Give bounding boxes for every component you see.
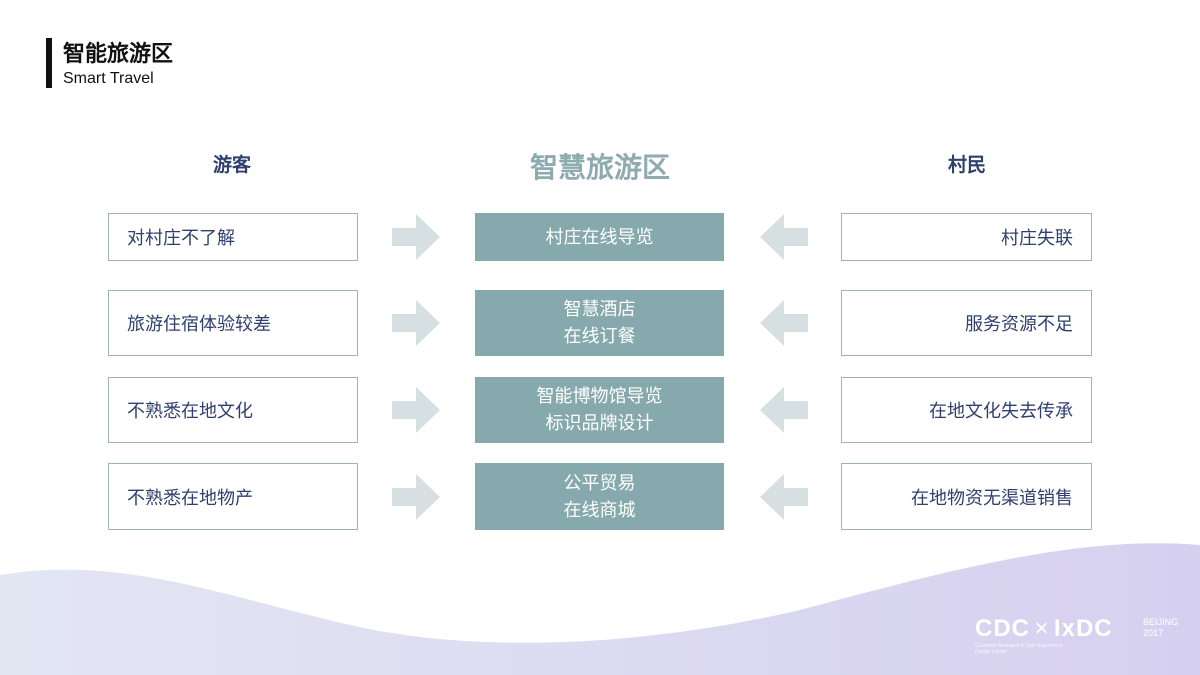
solution-text: 公平贸易 <box>563 472 636 494</box>
tourist-problem-text: 不熟悉在地文化 <box>127 401 253 422</box>
arrow-right-icon <box>392 300 440 346</box>
column-header-tourists: 游客 <box>212 154 252 176</box>
arrow-right-icon <box>392 214 440 260</box>
solution-text: 标识品牌设计 <box>545 413 654 434</box>
tourist-problem: 不熟悉在地物产 <box>108 463 358 530</box>
solution-box: 公平贸易在线商城 <box>475 463 724 530</box>
solution-box: 村庄在线导览 <box>475 213 724 261</box>
tourist-problem-text: 旅游住宿体验较差 <box>127 314 271 335</box>
villager-problem-text: 服务资源不足 <box>965 314 1073 335</box>
villager-problem-text: 村庄失联 <box>1001 228 1073 249</box>
tourist-problem: 对村庄不了解 <box>108 213 358 261</box>
solution-text: 在线订餐 <box>563 326 636 347</box>
logo-tagline: Customer Research & User Experience Desi… <box>975 643 1063 655</box>
solution-text: 村庄在线导览 <box>545 226 654 248</box>
column-header-villagers: 村民 <box>947 154 987 176</box>
arrow-right-icon <box>392 473 440 520</box>
tourist-problem: 旅游住宿体验较差 <box>108 290 358 356</box>
column-header-smart-tourism: 智慧旅游区 <box>529 151 671 184</box>
tourist-problem-text: 不熟悉在地物产 <box>127 487 253 509</box>
villager-problem: 服务资源不足 <box>841 290 1092 356</box>
page-subtitle: Smart Travel <box>63 70 154 87</box>
background-wave <box>0 543 1200 675</box>
logo-year: 2017 <box>1143 628 1164 638</box>
villager-problem-text: 在地物资无渠道销售 <box>911 487 1073 509</box>
villager-problem: 在地文化失去传承 <box>841 377 1092 443</box>
cdc-ixdc-logo: CDC × IxDC Customer Research & User Expe… <box>975 615 1178 655</box>
solution-text: 智能博物馆导览 <box>536 386 663 407</box>
logo-ixdc: IxDC <box>1053 615 1113 642</box>
logo-x: × <box>1034 615 1050 642</box>
arrow-left-icon <box>760 387 808 433</box>
arrow-left-icon <box>760 300 808 346</box>
villager-problem-text: 在地文化失去传承 <box>929 401 1073 422</box>
tourist-problem: 不熟悉在地文化 <box>108 377 358 443</box>
solution-box: 智能博物馆导览标识品牌设计 <box>475 377 724 443</box>
arrow-left-icon <box>760 473 808 520</box>
villager-problem: 村庄失联 <box>841 213 1092 261</box>
solution-box: 智慧酒店在线订餐 <box>475 290 724 356</box>
tourist-problem-text: 对村庄不了解 <box>127 228 235 249</box>
title-accent-bar <box>46 38 52 88</box>
solution-text: 智慧酒店 <box>563 299 636 320</box>
solution-text: 在线商城 <box>563 499 636 521</box>
arrow-left-icon <box>760 214 808 260</box>
villager-problem: 在地物资无渠道销售 <box>841 463 1092 530</box>
logo-cdc: CDC <box>975 615 1030 642</box>
logo-city: BEIJING <box>1143 617 1179 627</box>
page-title: 智能旅游区 <box>63 42 174 67</box>
arrow-right-icon <box>392 387 440 433</box>
